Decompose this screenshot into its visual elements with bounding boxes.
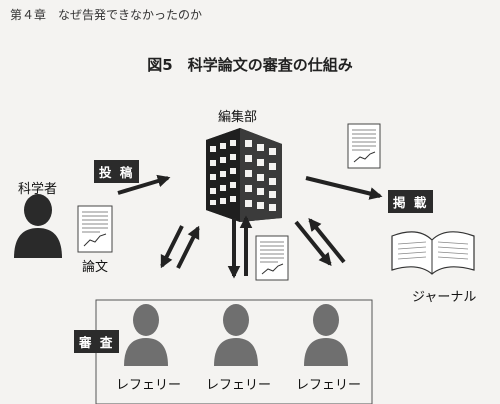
paper-label: 論文 xyxy=(82,260,109,275)
chapter-header: 第４章 なぜ告発できなかったのか xyxy=(10,8,203,22)
referee-label-2: レフェリー xyxy=(206,378,272,393)
arrow-icon-group xyxy=(117,174,383,279)
submit-badge: 投 稿 xyxy=(94,160,140,183)
journal-label: ジャーナル xyxy=(412,290,477,305)
submit-arrow xyxy=(117,174,171,195)
referee-person-icon xyxy=(124,304,348,366)
referee-label-1: レフェリー xyxy=(116,378,182,393)
building-icon xyxy=(206,128,282,222)
scientist-label: 科学者 xyxy=(18,182,58,197)
paper-document-icon xyxy=(77,205,113,253)
publish-arrow xyxy=(305,176,383,200)
publish-badge: 掲 載 xyxy=(388,190,434,213)
figure-title: 図5 科学論文の審査の仕組み xyxy=(147,56,353,74)
journal-open-book-icon xyxy=(391,231,475,275)
published-document-icon xyxy=(347,123,381,169)
referee-label-3: レフェリー xyxy=(296,378,362,393)
review-document-icon xyxy=(255,235,289,281)
review-badge: 審 査 xyxy=(74,330,120,353)
editorial-label: 編集部 xyxy=(218,110,258,125)
scientist-person-icon xyxy=(14,194,62,258)
